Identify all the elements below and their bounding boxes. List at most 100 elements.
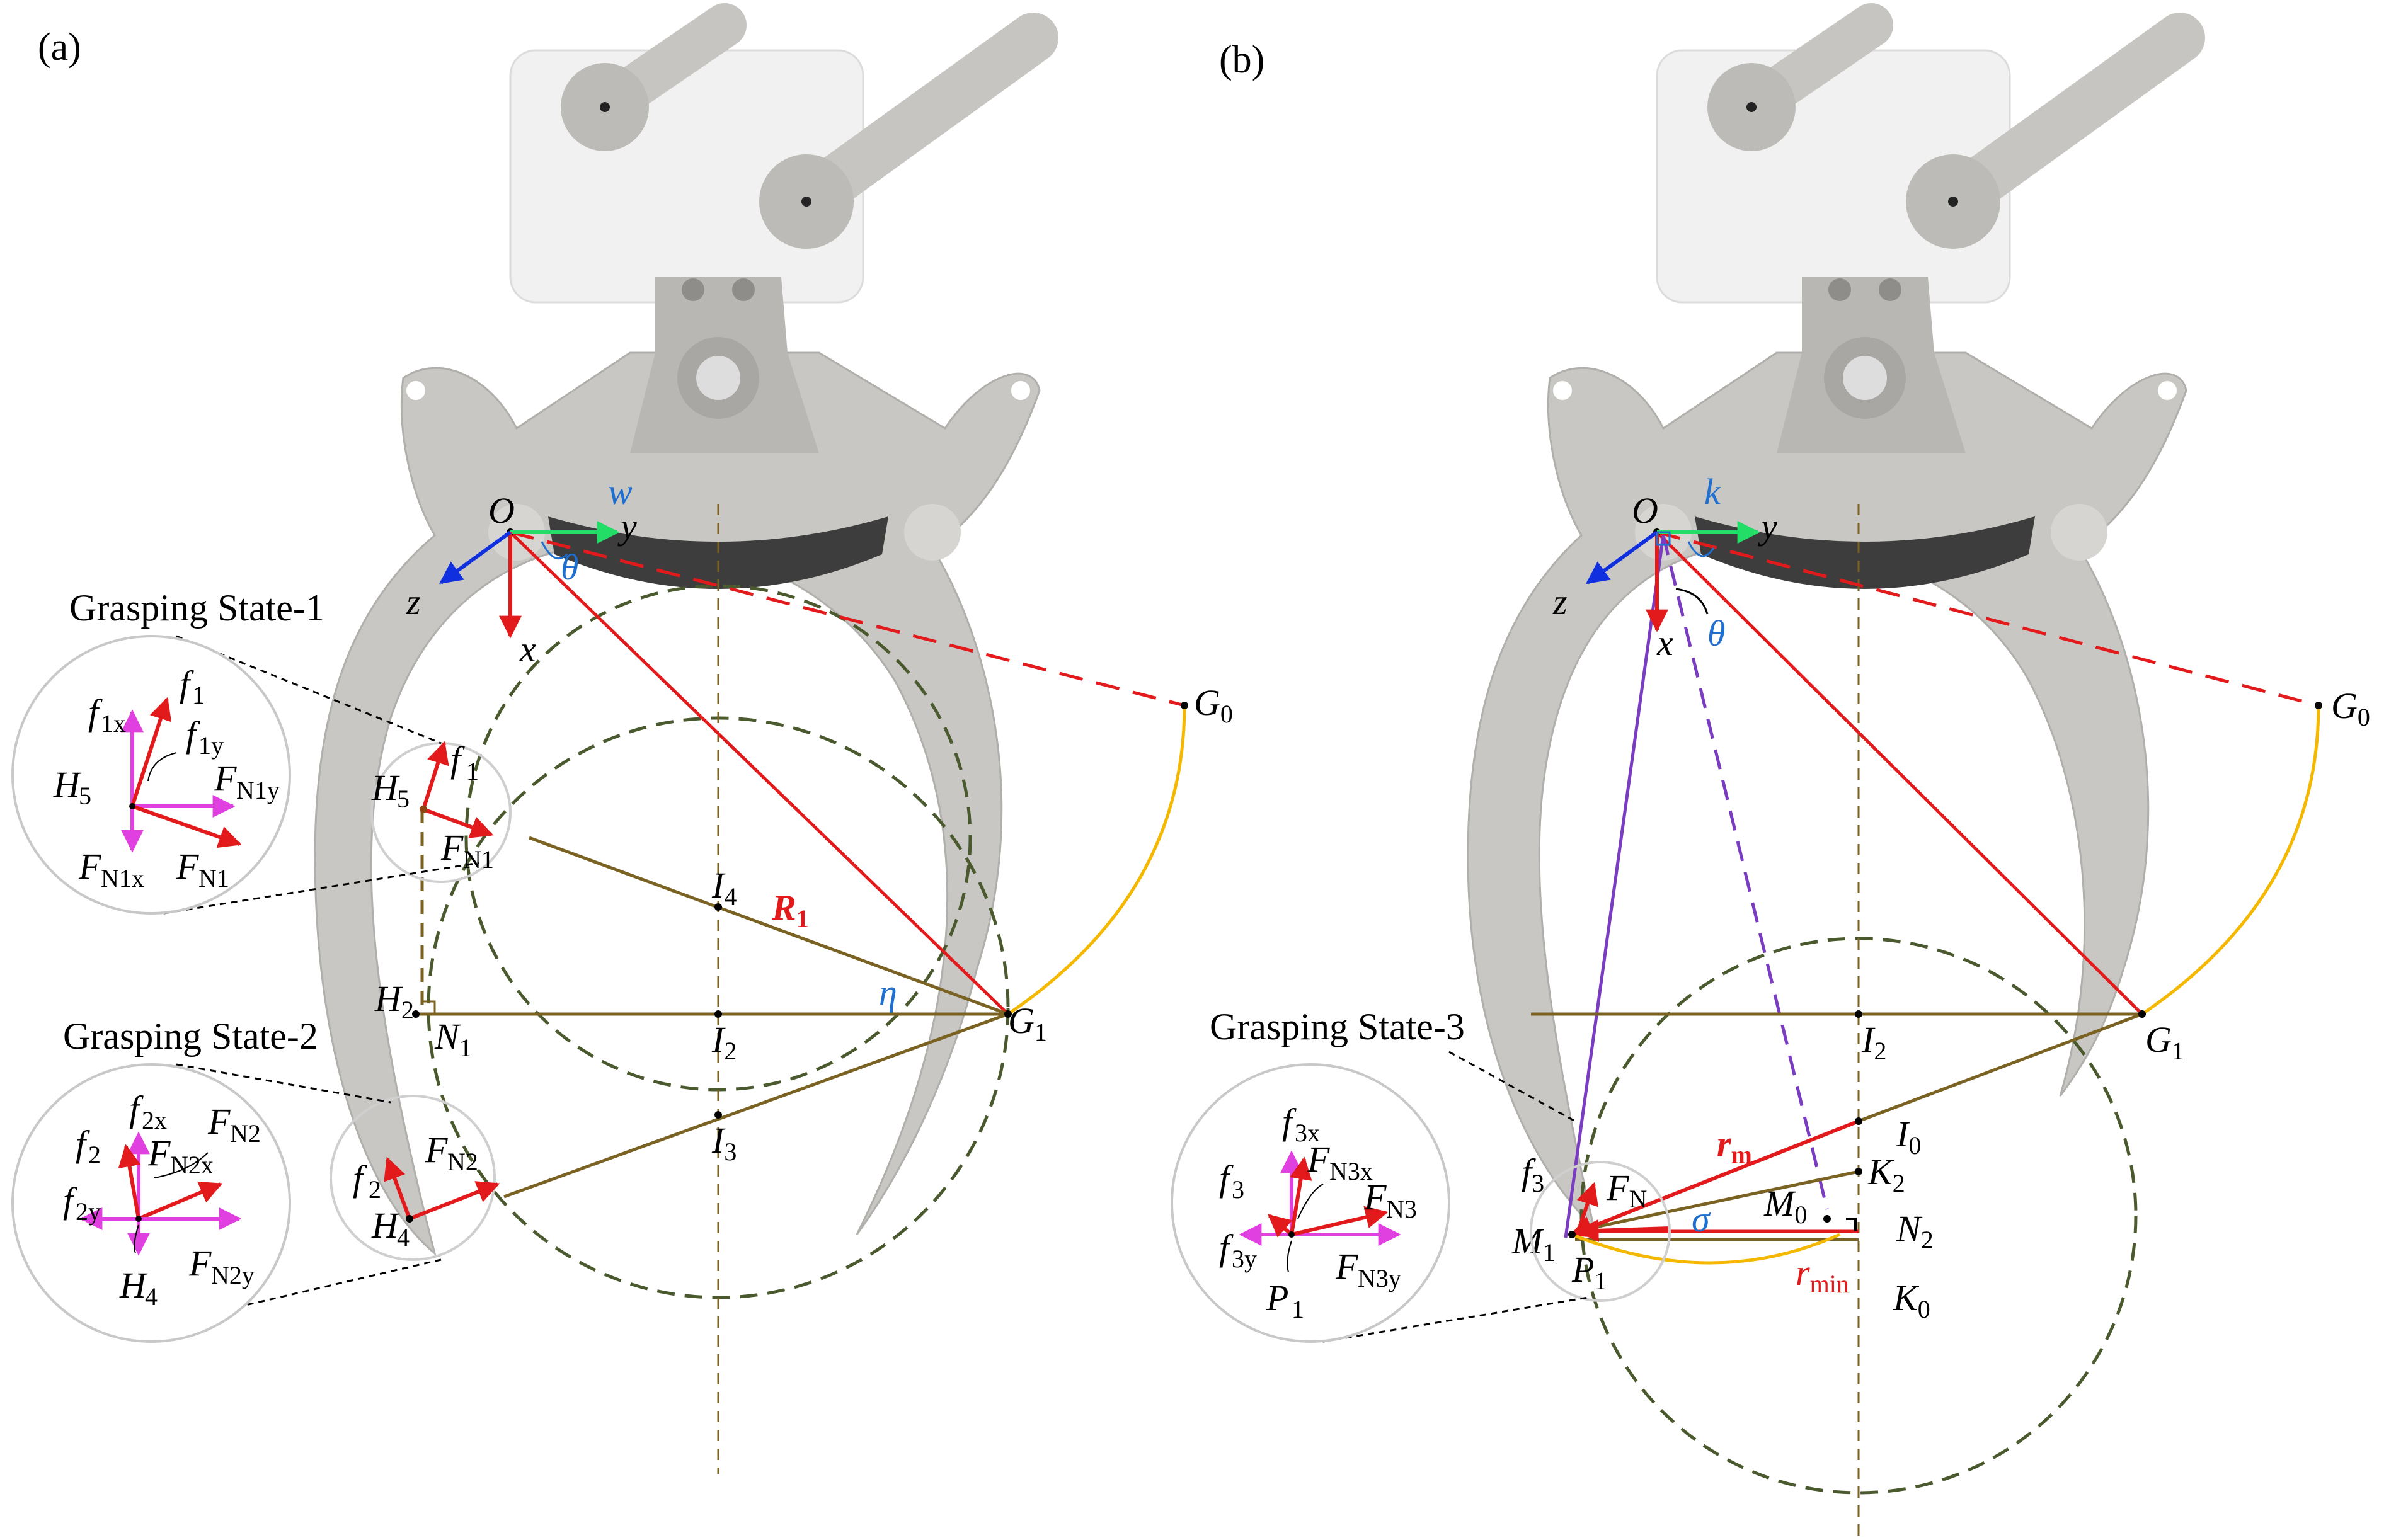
panel-b: (b) <box>1171 3 2370 1537</box>
contact-circle-b <box>1530 1161 1671 1302</box>
label-I4: I4 <box>711 865 737 911</box>
svg-text:F: F <box>440 827 464 868</box>
line-rm <box>1569 1119 1860 1238</box>
svg-text:F: F <box>147 1132 171 1173</box>
svg-text:3x: 3x <box>1295 1119 1320 1147</box>
svg-text:H: H <box>53 764 82 805</box>
label-rm: rm <box>1717 1123 1752 1169</box>
panel-a: (a) <box>11 3 1233 1474</box>
label-theta-a: θ <box>561 547 579 588</box>
gripper-mount-b <box>1656 3 2205 304</box>
inset-state-3: f 3x F N3x f 3 F N3 f 3y F N3y P 1 <box>1171 1063 1450 1343</box>
gripper-body-b <box>1467 277 2187 1231</box>
line-O-M0 <box>1661 535 1829 1210</box>
state-2-label: Grasping State-2 <box>63 1015 318 1057</box>
svg-text:2: 2 <box>88 1141 101 1169</box>
state-3-label: Grasping State-3 <box>1210 1006 1465 1047</box>
line-FN2-G1 <box>503 1012 1009 1199</box>
label-M1: M1 <box>1511 1221 1555 1267</box>
label-G1-a: G1 <box>1008 1000 1047 1046</box>
svg-text:F: F <box>207 1101 231 1142</box>
label-omega-a: w <box>608 471 633 512</box>
label-G0-a: G0 <box>1194 682 1233 728</box>
svg-text:N3x: N3x <box>1329 1157 1373 1185</box>
label-I2-a: I2 <box>711 1019 737 1065</box>
line-O-G0-a <box>510 530 1185 707</box>
line-M1-K2 <box>1574 1170 1859 1233</box>
svg-text:N3y: N3y <box>1358 1264 1401 1292</box>
label-P1-b: P1 <box>1571 1249 1607 1295</box>
svg-text:F: F <box>176 846 199 887</box>
label-theta-b: θ <box>1707 613 1726 654</box>
svg-text:N1x: N1x <box>101 864 144 893</box>
gripper-body-a <box>314 277 1041 1257</box>
label-O-b: O <box>1632 490 1658 531</box>
svg-text:N3: N3 <box>1386 1195 1417 1223</box>
svg-text:3: 3 <box>1232 1175 1244 1204</box>
axis-z-b <box>1586 530 1658 585</box>
svg-text:N1y: N1y <box>236 776 280 804</box>
line-FN1-G1 <box>529 836 1009 1016</box>
label-z-a: z <box>406 581 421 622</box>
label-I2-b: I2 <box>1861 1019 1886 1065</box>
svg-text:1y: 1y <box>198 731 224 760</box>
line-O-G1-b <box>1656 531 2143 1015</box>
svg-text:1: 1 <box>1292 1295 1304 1323</box>
label-y-b: y <box>1758 506 1777 547</box>
label-eta: η <box>879 972 897 1013</box>
label-I0: I0 <box>1896 1114 1921 1160</box>
svg-text:H: H <box>371 1205 400 1246</box>
line-I0-G1 <box>1858 1012 2143 1123</box>
svg-text:5: 5 <box>79 782 91 810</box>
label-M0: M0 <box>1763 1183 1807 1229</box>
label-rmin: rmin <box>1796 1252 1849 1298</box>
label-G0-b: G0 <box>2331 685 2370 731</box>
svg-text:F: F <box>1335 1246 1358 1287</box>
gripper-mount-a <box>509 3 1058 304</box>
label-R1: R1 <box>771 887 809 933</box>
arc-G0-G1-a <box>1007 705 1186 1016</box>
svg-text:f: f <box>450 739 465 780</box>
label-x-a: x <box>519 629 536 670</box>
arc-G0-G1-b <box>2141 705 2320 1016</box>
label-I3: I3 <box>711 1120 737 1166</box>
line-O-G1-a <box>509 531 1009 1015</box>
label-K2: K2 <box>1867 1151 1905 1197</box>
svg-text:F: F <box>78 846 101 887</box>
svg-text:H: H <box>119 1265 148 1306</box>
svg-text:4: 4 <box>145 1282 158 1311</box>
state-1-label: Grasping State-1 <box>69 587 324 629</box>
svg-text:F: F <box>1307 1139 1330 1180</box>
svg-text:F: F <box>214 758 237 799</box>
panel-a-letter: (a) <box>38 26 81 69</box>
line-O-G0-b <box>1656 530 2319 707</box>
svg-text:F: F <box>425 1129 448 1170</box>
svg-text:H: H <box>371 767 400 808</box>
force-set-H5: f 1 H 5 F N1 <box>370 739 512 883</box>
label-N1: N1 <box>434 1016 472 1062</box>
label-z-b: z <box>1552 581 1568 622</box>
svg-text:N2y: N2y <box>211 1261 255 1289</box>
svg-text:F: F <box>188 1243 212 1284</box>
svg-text:2x: 2x <box>142 1106 167 1134</box>
label-sigma: σ <box>1692 1199 1711 1240</box>
inset-state-2: f 2x F N2 f 2 F N2x f 2y H 4 F N2y <box>11 1063 291 1343</box>
svg-text:f: f <box>353 1158 367 1199</box>
svg-text:N2: N2 <box>447 1148 478 1176</box>
svg-text:P: P <box>1266 1277 1288 1318</box>
svg-text:N1: N1 <box>463 845 494 874</box>
svg-text:1: 1 <box>192 681 205 709</box>
label-y-a: y <box>617 506 637 547</box>
svg-text:2: 2 <box>369 1175 381 1204</box>
svg-text:2y: 2y <box>76 1197 101 1226</box>
label-x-b: x <box>1656 622 1673 663</box>
svg-text:N2x: N2x <box>170 1151 214 1179</box>
svg-text:5: 5 <box>397 785 410 813</box>
arc-P1 <box>1571 1233 1841 1265</box>
svg-text:N1: N1 <box>198 864 229 893</box>
svg-text:1x: 1x <box>101 709 126 738</box>
line-O-M1 <box>1564 535 1665 1238</box>
inset-state-1: f 1x f 1 f 1y H 5 F N1y F N1x F N1 <box>11 635 291 915</box>
label-K0: K0 <box>1893 1277 1930 1323</box>
